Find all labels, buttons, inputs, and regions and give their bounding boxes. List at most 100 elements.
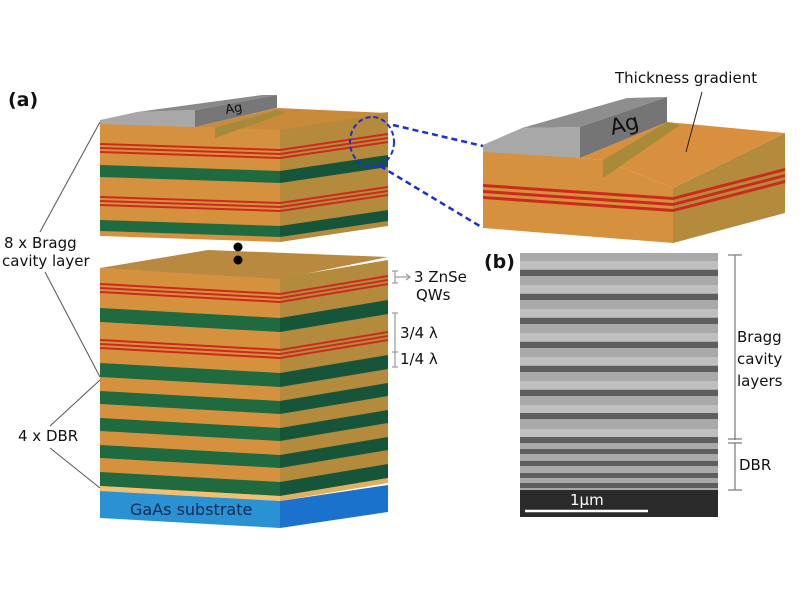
dbr-layer <box>100 418 280 441</box>
inset-ag-top <box>522 97 667 128</box>
quantum-well-layer <box>100 343 280 355</box>
inset-quantum-well-layer <box>483 196 673 212</box>
zoom-line-bottom <box>379 164 484 230</box>
sem-dark-band <box>520 270 718 276</box>
quantum-well-layer <box>280 186 388 204</box>
sem-dbr-dark-band <box>520 473 718 478</box>
dbr-layer <box>280 210 388 237</box>
dbr-pointer-top <box>49 379 101 427</box>
three-quarter-lambda-label: 3/4 λ <box>400 324 438 342</box>
dbr-layer <box>280 300 388 332</box>
quantum-well-layer <box>100 339 280 351</box>
inset-quantum-well-layer <box>673 180 785 212</box>
inset-quantum-well-layer <box>673 174 785 206</box>
quantum-well-layer <box>280 133 388 151</box>
bragg-layer-label-2: cavity layer <box>2 252 90 270</box>
qw-bracket <box>392 270 411 368</box>
dbr-layer <box>100 308 280 332</box>
sem-light-band <box>520 333 718 341</box>
quantum-well-layer <box>280 190 388 208</box>
dbr-layer <box>280 410 388 441</box>
zoom-line-top <box>392 123 484 148</box>
dbr-layer <box>280 155 388 183</box>
qw-label-2: QWs <box>416 286 451 304</box>
sem-light-band <box>520 357 718 365</box>
lower-top-face <box>100 250 388 279</box>
sem-dark-band <box>520 342 718 348</box>
sem-light-band <box>520 405 718 413</box>
sem-dark-band <box>520 366 718 372</box>
inset-quantum-well-layer <box>483 190 673 206</box>
inset-top-face <box>580 122 785 188</box>
sem-dbr-dark-band <box>520 461 718 466</box>
substrate-label: GaAs substrate <box>130 500 252 519</box>
sem-substrate-region <box>520 490 718 517</box>
sem-light-band <box>520 429 718 437</box>
bragg-pointer-bottom <box>44 271 101 378</box>
upper-top-face <box>100 108 388 130</box>
substrate-buffer-layer <box>280 478 388 501</box>
sem-bragg-label-2: cavity <box>737 350 782 368</box>
gradient-shadow <box>215 110 285 138</box>
quantum-well-layer <box>280 283 388 303</box>
quantum-well-layer <box>100 200 280 208</box>
bragg-layer-label: 8 x Bragg <box>4 234 77 252</box>
sem-light-band <box>520 285 718 293</box>
ag-electrode-side <box>195 95 277 127</box>
dbr-layer <box>280 464 388 496</box>
quantum-well-layer <box>280 194 388 212</box>
ag-electrode-front <box>100 110 195 127</box>
quantum-well-layer <box>100 196 280 204</box>
sem-light-band <box>520 309 718 317</box>
quantum-well-layer <box>280 137 388 155</box>
sem-dbr-dark-band <box>520 483 718 488</box>
panel-b-label: (b) <box>484 251 515 273</box>
quantum-well-layer <box>100 147 280 155</box>
sem-dbr-label: DBR <box>739 456 771 474</box>
dbr-label: 4 x DBR <box>18 427 78 445</box>
quantum-well-layer <box>100 347 280 359</box>
sem-light-band <box>520 261 718 269</box>
substrate-buffer-layer <box>100 486 280 501</box>
dbr-layer <box>100 220 280 237</box>
ag-electrode-top <box>137 95 277 112</box>
sem-bragg-label: Bragg <box>737 328 782 346</box>
panel-a-label: (a) <box>8 89 38 111</box>
zoom-circle <box>349 116 395 168</box>
dbr-layer <box>280 437 388 468</box>
cavity-layer <box>280 112 388 242</box>
gradient-label: Thickness gradient <box>614 69 757 87</box>
quantum-well-layer <box>100 143 280 151</box>
inset-diagram: Ag Thickness gradient <box>483 69 785 243</box>
sem-dark-band <box>520 294 718 300</box>
ag-label: Ag <box>224 100 244 118</box>
inset-gradient-shadow <box>603 122 680 178</box>
sem-bracket <box>728 254 742 491</box>
inset-ag-side <box>580 97 667 158</box>
inset-quantum-well-layer <box>673 168 785 200</box>
inset-front-face <box>483 145 673 243</box>
quantum-well-layer <box>280 279 388 299</box>
dbr-layer <box>280 383 388 414</box>
quantum-well-layer <box>280 275 388 295</box>
gaas-substrate <box>100 491 280 528</box>
quantum-well-layer <box>100 291 280 303</box>
scale-label: 1µm <box>570 491 604 509</box>
gradient-pointer <box>685 91 703 153</box>
quantum-well-layer <box>280 331 388 351</box>
bragg-pointer-top <box>39 121 101 233</box>
quantum-well-layer <box>280 335 388 355</box>
sem-dark-band <box>520 413 718 419</box>
dbr-layer <box>100 445 280 468</box>
dbr-layer <box>100 165 280 183</box>
dbr-layer <box>280 355 388 387</box>
sem-dark-band <box>520 437 718 443</box>
quantum-well-layer <box>280 339 388 359</box>
inset-quantum-well-layer <box>483 184 673 200</box>
ellipsis-dot <box>233 255 243 265</box>
dbr-layer <box>100 472 280 496</box>
quantum-well-layer <box>100 204 280 212</box>
one-quarter-lambda-label: 1/4 λ <box>400 350 438 368</box>
dbr-pointer-bottom <box>49 447 101 489</box>
